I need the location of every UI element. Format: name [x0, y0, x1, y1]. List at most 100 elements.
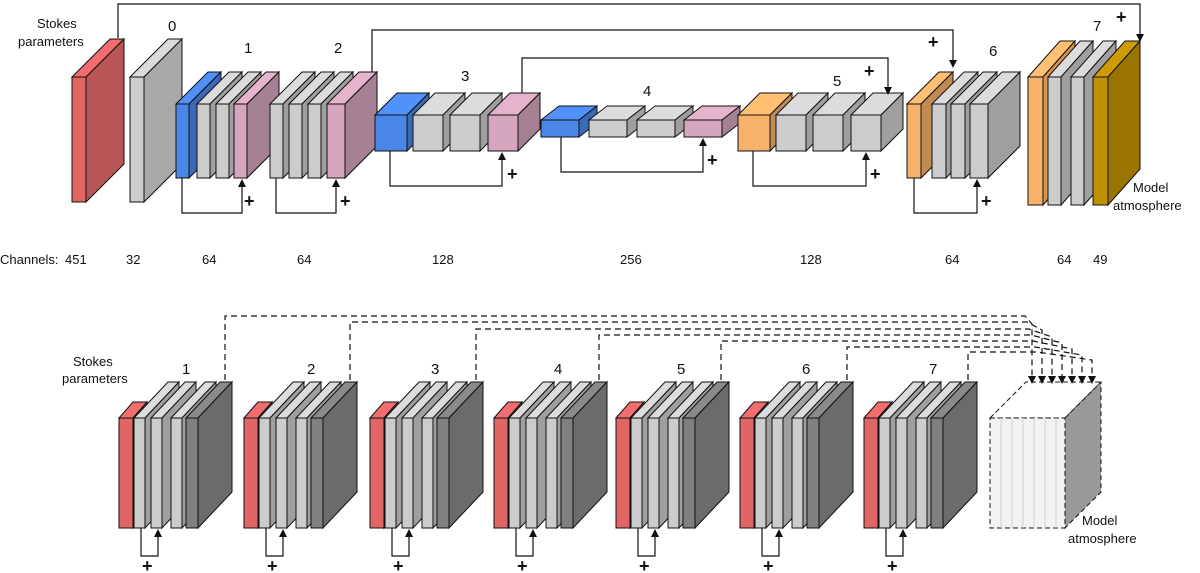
stage5-layer-front	[737, 114, 771, 152]
block-residual-loop	[637, 528, 659, 557]
block3-layer-front	[369, 417, 385, 529]
stage1-layer-front	[175, 103, 190, 179]
residual-loop-1	[181, 178, 246, 214]
stage5-layer-front	[812, 114, 844, 152]
stage2-layer-front	[269, 103, 284, 179]
block6-layer-front	[791, 417, 804, 529]
stage2-layer-front	[307, 103, 322, 179]
block7-layer-front	[930, 417, 944, 529]
block-residual-loop	[761, 528, 783, 557]
block2-layer-front	[243, 417, 259, 529]
block7-layer-front	[878, 417, 891, 529]
block6-layer-front	[754, 417, 767, 529]
block-residual-plus: +	[763, 556, 774, 573]
stage7-layer-front	[1047, 76, 1062, 206]
block-residual-plus: +	[517, 556, 528, 573]
block7-layer-front	[915, 417, 928, 529]
block2-layer-front	[310, 417, 324, 529]
block1-layer-front	[185, 417, 199, 529]
dense-skip-connection	[349, 321, 1046, 384]
channel-count: 64	[945, 252, 959, 267]
top-output-label-line1: Model	[1133, 180, 1169, 195]
bottom-output-label-line2: atmosphere	[1068, 531, 1137, 546]
block4-layer-front	[525, 417, 538, 529]
bottom-stage-number: 1	[182, 361, 190, 378]
channel-count: 451	[65, 252, 87, 267]
stage2-layer-front	[288, 103, 303, 179]
dense-skip-connection	[967, 351, 1096, 384]
top-stage-number: 1	[244, 40, 252, 57]
block5-layer-front	[647, 417, 660, 529]
block2-layer-front	[295, 417, 308, 529]
top-stage-number: 4	[643, 83, 651, 100]
residual-loop-5	[752, 151, 870, 187]
dense-skip-connection	[224, 315, 1036, 384]
block5-layer-front	[615, 417, 631, 529]
stage6-layer-front	[906, 103, 922, 179]
residual-plus-1: +	[244, 191, 255, 211]
stage6-layer-front	[950, 103, 966, 179]
top-stage-number: 3	[461, 68, 469, 85]
bottom-stage-number: 7	[929, 361, 937, 378]
block-residual-plus: +	[267, 556, 278, 573]
output-layer-front	[1092, 76, 1109, 206]
stage5-layer-front	[850, 114, 882, 152]
channel-count: 49	[1093, 252, 1107, 267]
block4-layer-front	[560, 417, 574, 529]
block-residual-loop	[391, 528, 413, 557]
bottom-stage-number: 6	[802, 361, 810, 378]
stage1-layer-front	[215, 103, 230, 179]
dense-skip-connection	[598, 334, 1066, 384]
residual-loop-2	[275, 178, 340, 214]
residual-plus-5: +	[870, 164, 881, 184]
output-stack-front	[989, 417, 1066, 529]
top-input-label-line2: parameters	[18, 34, 84, 49]
block3-layer-front	[401, 417, 414, 529]
block1-layer-front	[118, 417, 134, 529]
block1-layer-front	[150, 417, 163, 529]
skip-plus-3-5: +	[864, 61, 875, 81]
stage6-layer-front	[931, 103, 947, 179]
channel-count: 64	[297, 252, 311, 267]
stage6-layer-front	[969, 103, 989, 179]
skip-connection-3-5	[521, 57, 892, 95]
block2-layer-front	[275, 417, 288, 529]
block4-layer-front	[508, 417, 521, 529]
top-stage-number: 6	[989, 43, 997, 60]
input-layer-front	[71, 76, 87, 203]
residual-plus-3: +	[507, 164, 518, 184]
block-residual-plus: +	[393, 556, 404, 573]
block5-layer-front	[682, 417, 696, 529]
top-stage-number: 5	[833, 73, 841, 90]
stage3-layer-front	[374, 114, 408, 152]
block3-layer-front	[436, 417, 450, 529]
block2-layer-front	[258, 417, 271, 529]
block-residual-loop	[265, 528, 287, 557]
skip-plus-0-7: +	[1116, 7, 1127, 27]
block-residual-plus: +	[142, 556, 153, 573]
bottom-stage-number: 3	[431, 361, 439, 378]
skip-connection-2-6	[371, 29, 957, 72]
stage1-layer-front	[196, 103, 211, 179]
diagram-shapes: ++++++++++++++++	[70, 3, 1144, 573]
block6-layer-front	[806, 417, 820, 529]
block3-layer-front	[384, 417, 397, 529]
block1-layer-front	[133, 417, 146, 529]
bottom-stage-number: 2	[307, 361, 315, 378]
top-stage-number: 0	[168, 18, 176, 35]
stage1-layer-front	[233, 103, 248, 179]
block1-layer-front	[170, 417, 183, 529]
stage4-layer-front	[636, 119, 676, 138]
residual-plus-2: +	[340, 191, 351, 211]
residual-plus-4: +	[707, 150, 718, 170]
top-output-label-line2: atmosphere	[1113, 198, 1182, 213]
skip-connection-0-7	[117, 3, 1144, 42]
stage0-layer-front	[129, 76, 145, 203]
top-network: Stokes parameters Model atmosphere 0 1 2…	[0, 16, 1182, 267]
block-residual-loop	[140, 528, 162, 557]
block6-layer-front	[771, 417, 784, 529]
channels-label: Channels:	[0, 252, 59, 267]
block5-layer-front	[630, 417, 643, 529]
block-residual-loop	[885, 528, 907, 557]
